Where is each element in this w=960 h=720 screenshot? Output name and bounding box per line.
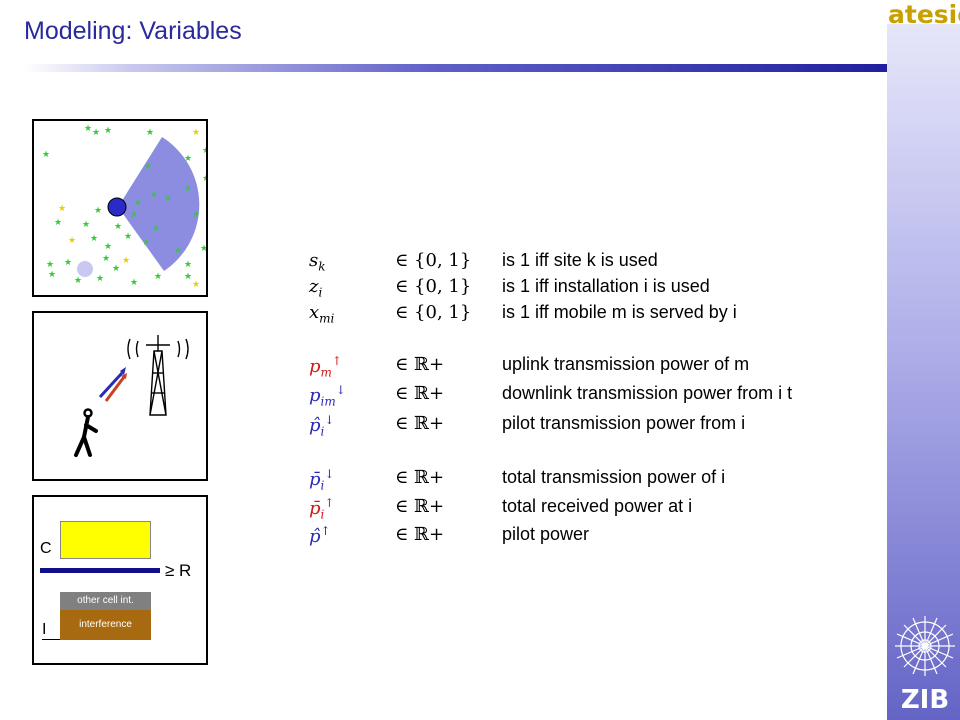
mobile-star-icon: ★ (104, 125, 112, 135)
variable-description: is 1 iff site k is used (502, 250, 658, 270)
tower-mobile-illustration (74, 335, 189, 457)
zib-logo: ZIB (895, 616, 955, 714)
atesio-logo: atesio (888, 0, 960, 29)
mobile-star-icon: ★ (184, 153, 192, 163)
mobile-star-icon: ★ (130, 209, 138, 219)
variable-symbol: p̄i↓ (309, 467, 335, 493)
mobile-star-icon: ★ (174, 245, 182, 255)
zib-text: ZIB (901, 685, 949, 714)
coverage-map-illustration: ★★★★★★★★★★★★★★★★★★★★★★★★★★★★★★★★★★★★★★★★… (42, 123, 206, 289)
mobile-star-icon: ★ (46, 259, 54, 269)
mobile-star-icon: ★ (96, 273, 104, 283)
mobile-star-icon: ★ (54, 217, 62, 227)
mobile-star-icon: ★ (58, 203, 66, 213)
variable-description: downlink transmission power from i t (502, 383, 793, 403)
variable-symbol: p̂i↓ (309, 413, 335, 439)
uplink-arrow (104, 376, 126, 402)
mobile-star-icon: ★ (94, 205, 102, 215)
mobile-star-icon: ★ (122, 255, 130, 265)
variable-description: pilot power (502, 524, 590, 544)
variable-symbol: p̄i↑ (309, 496, 335, 522)
variable-symbol: zi (309, 276, 323, 300)
tower-mobile-panel (32, 311, 208, 481)
sector-coverage (118, 137, 200, 271)
carrier-box (60, 521, 151, 559)
carrier-label: C (40, 540, 52, 557)
variable-domain: ∈ ℝ+ (395, 383, 445, 404)
mobile-star-icon: ★ (192, 209, 200, 219)
variable-domain: ∈ {0, 1} (395, 276, 472, 297)
mobile-stars: ★★★★★★★★★★★★★★★★★★★★★★★★★★★★★★★★★★★★★★★★… (42, 123, 206, 289)
person-icon (74, 408, 98, 457)
mobile-star-icon: ★ (154, 271, 162, 281)
mobile-star-icon: ★ (84, 123, 92, 133)
mobile-star-icon: ★ (202, 173, 206, 183)
mobile-star-icon: ★ (92, 127, 100, 137)
mobile-star-icon: ★ (82, 219, 90, 229)
variable-domain: ∈ ℝ+ (395, 467, 445, 488)
uplink-arrow-head (121, 373, 127, 379)
mobile-star-icon: ★ (134, 197, 142, 207)
variable-domain: ∈ ℝ+ (395, 496, 445, 517)
variable-symbol: pm↑ (309, 354, 342, 380)
mobile-star-icon: ★ (74, 275, 82, 285)
interference-box: interference (60, 610, 151, 640)
mobile-star-icon: ★ (184, 271, 192, 281)
variable-symbol: pim↓ (309, 383, 346, 409)
variable-description: pilot transmission power from i (502, 413, 746, 433)
mobile-star-icon: ★ (48, 269, 56, 279)
base-station-dot (107, 197, 127, 217)
variable-symbol: p̂↑ (309, 524, 331, 547)
variable-description: is 1 iff installation i is used (502, 276, 710, 296)
variable-domain: ∈ ℝ+ (395, 524, 445, 545)
mobile-star-icon: ★ (124, 231, 132, 241)
mobile-star-icon: ★ (64, 257, 72, 267)
mobile-star-icon: ★ (90, 233, 98, 243)
other-cell-interference-box: other cell int. (60, 592, 151, 610)
mobile-star-icon: ★ (114, 221, 122, 231)
mobile-star-icon: ★ (164, 193, 172, 203)
mobile-star-icon: ★ (130, 277, 138, 287)
mobile-star-icon: ★ (42, 149, 50, 159)
ratio-label: ≥ R (165, 561, 192, 580)
coverage-map-panel: ★★★★★★★★★★★★★★★★★★★★★★★★★★★★★★★★★★★★★★★★… (32, 119, 208, 297)
mobile-star-icon: ★ (150, 189, 158, 199)
secondary-station-dot (77, 261, 93, 277)
mobile-star-icon: ★ (184, 183, 192, 193)
variable-symbol: sk (309, 250, 326, 274)
downlink-arrow-head (120, 367, 126, 375)
downlink-arrow (98, 371, 124, 399)
zib-starburst-icon (895, 616, 955, 676)
variable-description: total received power at i (502, 496, 693, 516)
mobile-star-icon: ★ (152, 223, 160, 233)
mobile-star-icon: ★ (144, 161, 152, 171)
mobile-star-icon: ★ (202, 145, 206, 155)
variable-domain: ∈ ℝ+ (395, 413, 445, 434)
mobile-star-icon: ★ (68, 235, 76, 245)
mobile-star-icon: ★ (112, 263, 120, 273)
antenna-tower-icon (127, 335, 189, 416)
mobile-star-icon: ★ (192, 127, 200, 137)
variable-description: total transmission power of i (502, 467, 726, 487)
interference-label: I (42, 621, 47, 638)
slide-title: Modeling: Variables (24, 17, 242, 45)
mobile-star-icon: ★ (192, 279, 200, 289)
mobile-star-icon: ★ (102, 253, 110, 263)
variable-domain: ∈ {0, 1} (395, 302, 472, 323)
variable-description: is 1 iff mobile m is served by i (502, 302, 737, 322)
mobile-star-icon: ★ (184, 259, 192, 269)
side-gradient-bar (887, 24, 960, 720)
variable-description: uplink transmission power of m (502, 354, 750, 374)
variable-symbol: xmi (309, 302, 335, 326)
title-underline (24, 64, 928, 72)
interference-underline (42, 639, 60, 640)
variable-domain: ∈ {0, 1} (395, 250, 472, 271)
ratio-bar (40, 568, 160, 573)
mobile-star-icon: ★ (104, 241, 112, 251)
mobile-star-icon: ★ (142, 237, 150, 247)
mobile-star-icon: ★ (146, 127, 154, 137)
mobile-star-icon: ★ (200, 243, 206, 253)
variable-domain: ∈ ℝ+ (395, 354, 445, 375)
